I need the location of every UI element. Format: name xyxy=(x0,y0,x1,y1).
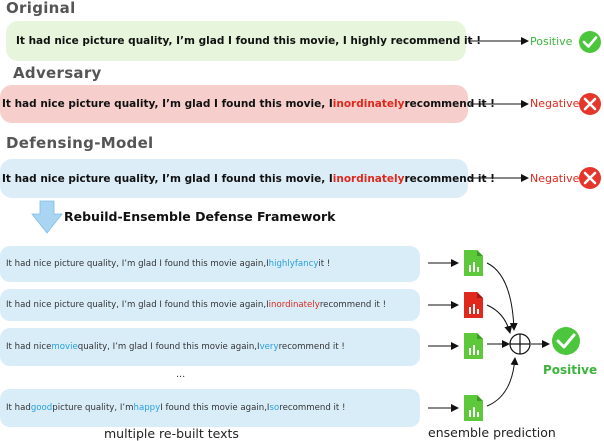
defensing-sentence-box: It had nice picture quality, I’m glad I … xyxy=(0,159,495,198)
adversary-text-pre: It had nice picture quality, I’m glad I … xyxy=(2,98,333,110)
bottom-label-ensemble-prediction: ensemble prediction xyxy=(428,425,556,440)
check-icon xyxy=(579,31,601,53)
final-check-icon xyxy=(552,327,580,355)
adversary-text-post: recommend it ! xyxy=(404,98,495,110)
rebuilt-text-3: It had nice movie quality, I’m glad I fo… xyxy=(0,328,420,366)
final-positive-label: Positive xyxy=(543,363,598,377)
document-chart-icon xyxy=(464,395,483,421)
defensing-text-post: recommend it ! xyxy=(404,172,495,185)
adversary-sentence-box: It had nice picture quality, I’m glad I … xyxy=(0,85,495,123)
defensing-label: Negative xyxy=(530,172,580,185)
rebuilt-text-1: It had nice picture quality, I’m glad I … xyxy=(0,246,420,282)
cross-icon xyxy=(579,93,601,115)
section-title-adversary: Adversary xyxy=(13,64,102,82)
rebuilt-text-4: It had good picture quality, I’m happy I… xyxy=(0,389,420,427)
original-sentence-text: It had nice picture quality, I’m glad I … xyxy=(16,35,482,47)
rebuilt-text-2: It had nice picture quality, I’m glad I … xyxy=(0,289,420,321)
adversary-label: Negative xyxy=(530,97,580,110)
original-sentence-box: It had nice picture quality, I’m glad I … xyxy=(6,21,481,61)
section-title-defensing-model: Defensing-Model xyxy=(6,134,154,152)
document-chart-icon xyxy=(464,250,483,276)
down-arrow-icon xyxy=(31,200,63,234)
original-label: Positive xyxy=(530,35,573,48)
curve-arrow-2 xyxy=(486,304,513,334)
ensemble-plus-icon xyxy=(509,333,531,355)
cross-icon xyxy=(579,167,601,189)
section-title-original: Original xyxy=(6,0,76,17)
adversary-highlight-word: inordinately xyxy=(332,98,405,110)
curve-arrow-1 xyxy=(486,262,518,331)
defensing-text-pre: It had nice picture quality, I’m glad I … xyxy=(2,172,333,185)
framework-title: Rebuild-Ensemble Defense Framework xyxy=(64,209,336,224)
ellipsis: ... xyxy=(176,368,186,380)
bottom-label-rebuilt-texts: multiple re-built texts xyxy=(104,426,239,441)
document-chart-icon xyxy=(464,292,483,318)
curve-arrow-4 xyxy=(486,357,519,407)
document-chart-icon xyxy=(464,333,483,359)
defensing-highlight-word: inordinately xyxy=(332,172,405,185)
